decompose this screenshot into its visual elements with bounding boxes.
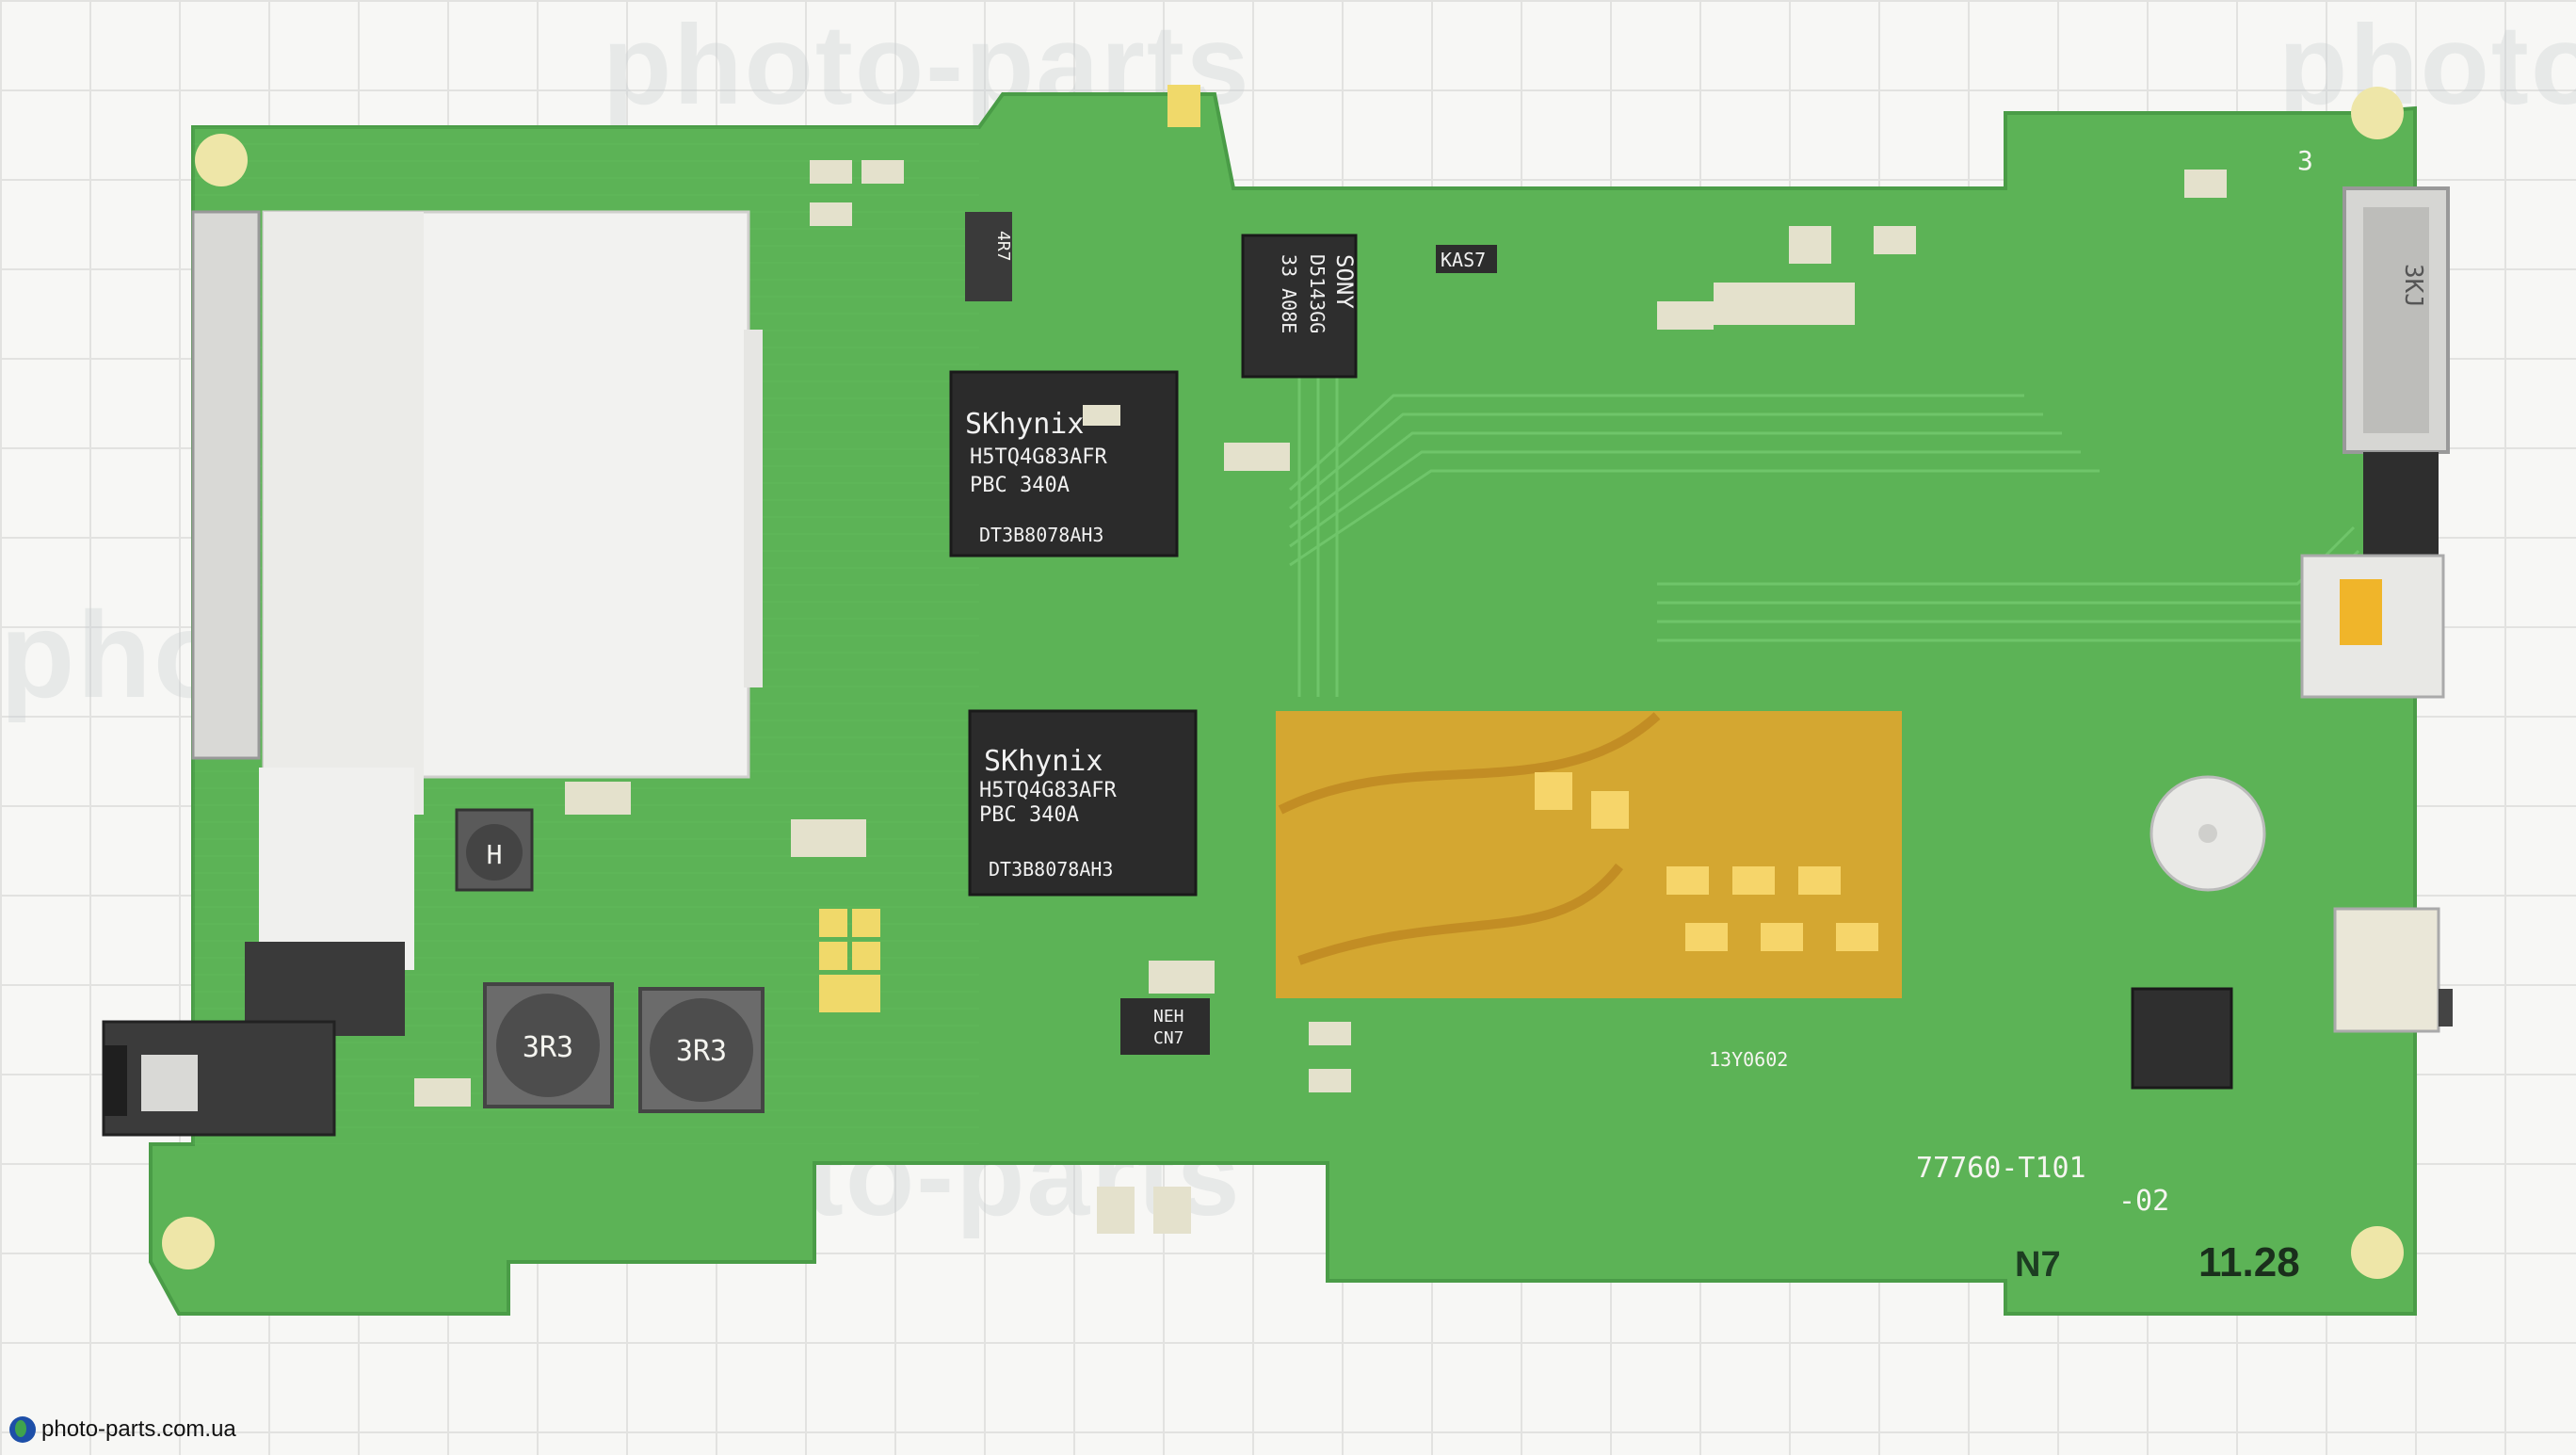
date-code: 13Y0602 <box>1709 1048 1788 1071</box>
inductor-3r3-left: 3R3 <box>483 982 614 1108</box>
pad-array <box>1535 772 1878 951</box>
mini-connector <box>2300 452 2445 699</box>
svg-text:PBC 340A: PBC 340A <box>979 803 1079 827</box>
handwritten-mark: 11.28 <box>2198 1239 2300 1285</box>
usb-connector: 3KJ <box>2343 186 2450 454</box>
svg-text:PBC 340A: PBC 340A <box>970 474 1070 497</box>
svg-text:DT3B8078AH3: DT3B8078AH3 <box>979 524 1103 546</box>
svg-text:3R3: 3R3 <box>676 1035 727 1068</box>
svg-text:D5143GG: D5143GG <box>1306 254 1328 333</box>
audio-jack <box>102 1020 336 1137</box>
globe-icon <box>9 1416 36 1443</box>
sony-chip: SONY D5143GG 33 A08E <box>1241 234 1358 379</box>
svg-text:SKhynix: SKhynix <box>965 408 1084 441</box>
corner-number: 3 <box>2297 145 2313 176</box>
ram-chip-2: SKhynix H5TQ4G83AFR PBC 340A DT3B8078AH3 <box>968 709 1198 897</box>
svg-text:SONY: SONY <box>1331 254 1358 309</box>
svg-text:NEH: NEH <box>1153 1007 1184 1027</box>
svg-text:H: H <box>487 839 503 870</box>
ram-chip-1: SKhynix H5TQ4G83AFR PBC 340A DT3B8078AH3 <box>949 370 1179 558</box>
part-revision: -02 <box>2118 1185 2169 1218</box>
svg-text:DT3B8078AH3: DT3B8078AH3 <box>989 858 1113 881</box>
buzzer <box>2149 775 2266 892</box>
pads <box>162 85 2404 1279</box>
watermark-right-top: photo-parts <box>2278 2 2576 128</box>
part-number: 77760-T101 <box>1916 1152 2086 1185</box>
kas7-chip: KAS7 <box>1436 245 1497 273</box>
component-4r7: 4R7 <box>965 212 1013 301</box>
svg-text:CN7: CN7 <box>1153 1028 1184 1048</box>
svg-text:KAS7: KAS7 <box>1441 249 1486 271</box>
svg-text:H5TQ4G83AFR: H5TQ4G83AFR <box>979 779 1117 802</box>
square-ic <box>2131 987 2233 1090</box>
svg-text:H5TQ4G83AFR: H5TQ4G83AFR <box>970 445 1107 469</box>
side-connector <box>2333 907 2453 1033</box>
inductor-h: H <box>455 808 534 892</box>
neh-chip: NEH CN7 <box>1120 998 1210 1055</box>
site-url: photo-parts.com.ua <box>41 1416 236 1442</box>
smd-components <box>414 160 2227 1234</box>
svg-text:4R7: 4R7 <box>993 231 1013 262</box>
kapton-tape <box>1276 711 1902 998</box>
sd-card-slot <box>191 210 763 1036</box>
svg-text:SKhynix: SKhynix <box>984 745 1103 778</box>
lot-code: N7 <box>2015 1245 2061 1285</box>
svg-text:3R3: 3R3 <box>523 1031 573 1064</box>
svg-text:33 A08E: 33 A08E <box>1278 254 1300 333</box>
inductor-3r3-right: 3R3 <box>638 987 765 1113</box>
site-label: photo-parts.com.ua <box>9 1413 236 1447</box>
svg-text:3KJ: 3KJ <box>2399 264 2427 308</box>
